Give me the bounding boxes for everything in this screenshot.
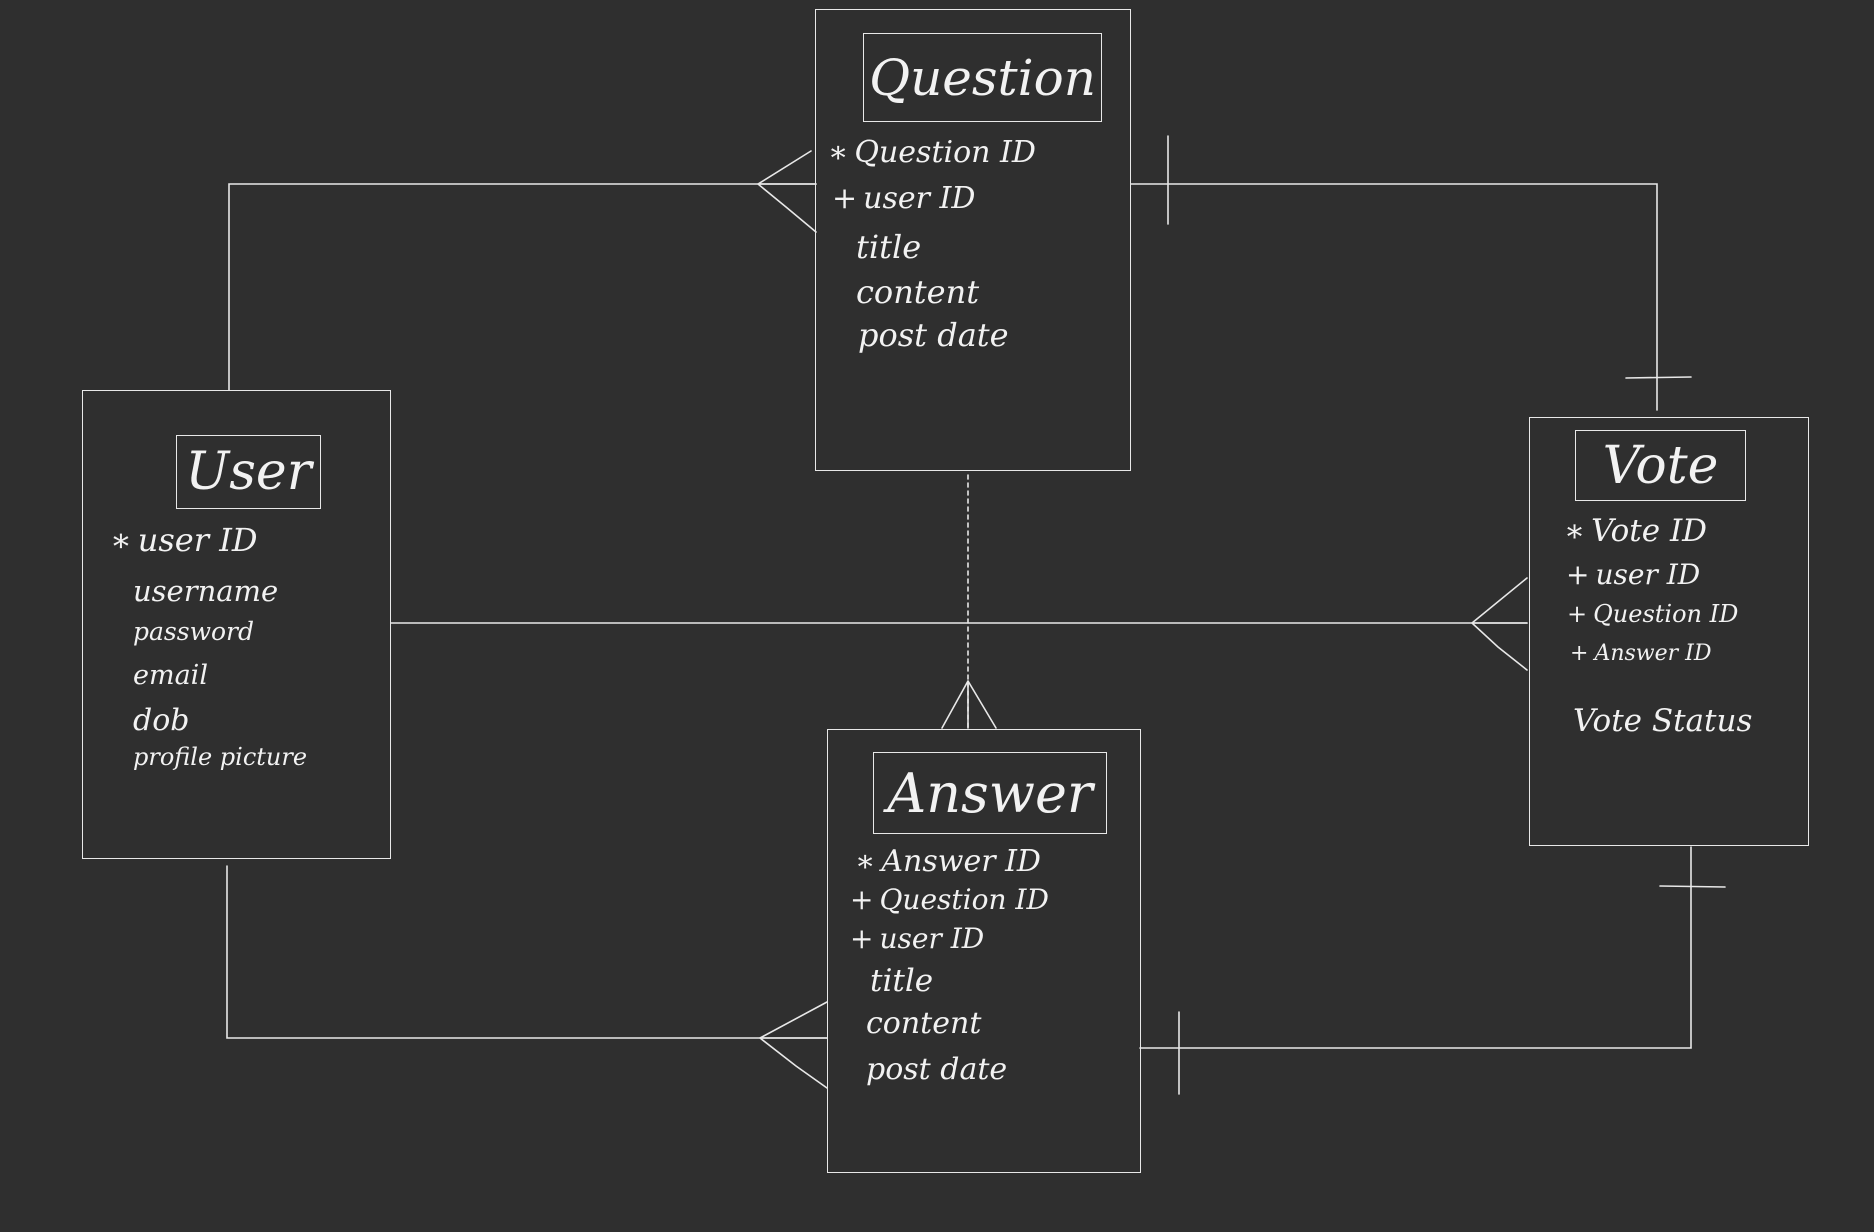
field-answer-post-date: post date [866, 1052, 1008, 1087]
field-question-content: content [856, 273, 980, 311]
field-answer-id: ∗Answer ID [855, 844, 1041, 879]
entity-title-text: Vote [1602, 435, 1719, 496]
field-user-profile-picture: profile picture [133, 743, 308, 771]
field-user-id: ∗user ID [110, 521, 258, 559]
field-vote-question-id: +Question ID [1567, 600, 1739, 628]
entity-user: User ∗user ID username password email do… [82, 390, 391, 859]
entity-question-title: Question [863, 33, 1102, 122]
field-answer-question-id: +Question ID [850, 883, 1049, 916]
line-user-question [228, 183, 817, 391]
field-vote-status: Vote Status [1573, 703, 1753, 739]
bar-vote-top [1625, 376, 1692, 379]
line-answer-vote [1139, 846, 1692, 1049]
line-user-answer [226, 865, 828, 1039]
field-vote-id: ∗Vote ID [1564, 513, 1708, 549]
entity-vote-title: Vote [1575, 430, 1746, 501]
field-answer-user-id: +user ID [850, 922, 985, 955]
field-user-password: password [133, 617, 254, 646]
crowfoot-question-user [757, 150, 817, 233]
field-user-email: email [133, 660, 208, 691]
crowfoot-answer-user [759, 1001, 828, 1089]
entity-answer: Answer ∗Answer ID +Question ID +user ID … [827, 729, 1141, 1173]
field-question-id: ∗Question ID [828, 135, 1036, 170]
entity-title-text: User [185, 442, 312, 502]
entity-title-text: Question [869, 48, 1096, 107]
field-vote-user-id: +user ID [1566, 558, 1701, 591]
field-user-dob: dob [133, 703, 190, 738]
field-answer-content: content [866, 1006, 982, 1041]
entity-user-title: User [176, 435, 321, 509]
entity-answer-title: Answer [873, 752, 1107, 834]
field-user-username: username [133, 574, 279, 608]
field-vote-answer-id: +Answer ID [1570, 641, 1712, 666]
entity-title-text: Answer [887, 761, 1093, 825]
line-question-vote [1130, 183, 1658, 411]
crowfoot-answer-question [941, 680, 997, 729]
field-question-user-id: +user ID [832, 181, 976, 216]
field-answer-title: title [870, 963, 934, 999]
field-question-title: title [856, 228, 922, 266]
bar-vote-bottom [1659, 885, 1726, 888]
crowfoot-vote-user [1471, 577, 1528, 671]
field-question-post-date: post date [858, 316, 1009, 354]
entity-vote: Vote ∗Vote ID +user ID +Question ID +Ans… [1529, 417, 1809, 846]
entity-question: Question ∗Question ID +user ID title con… [815, 9, 1131, 471]
